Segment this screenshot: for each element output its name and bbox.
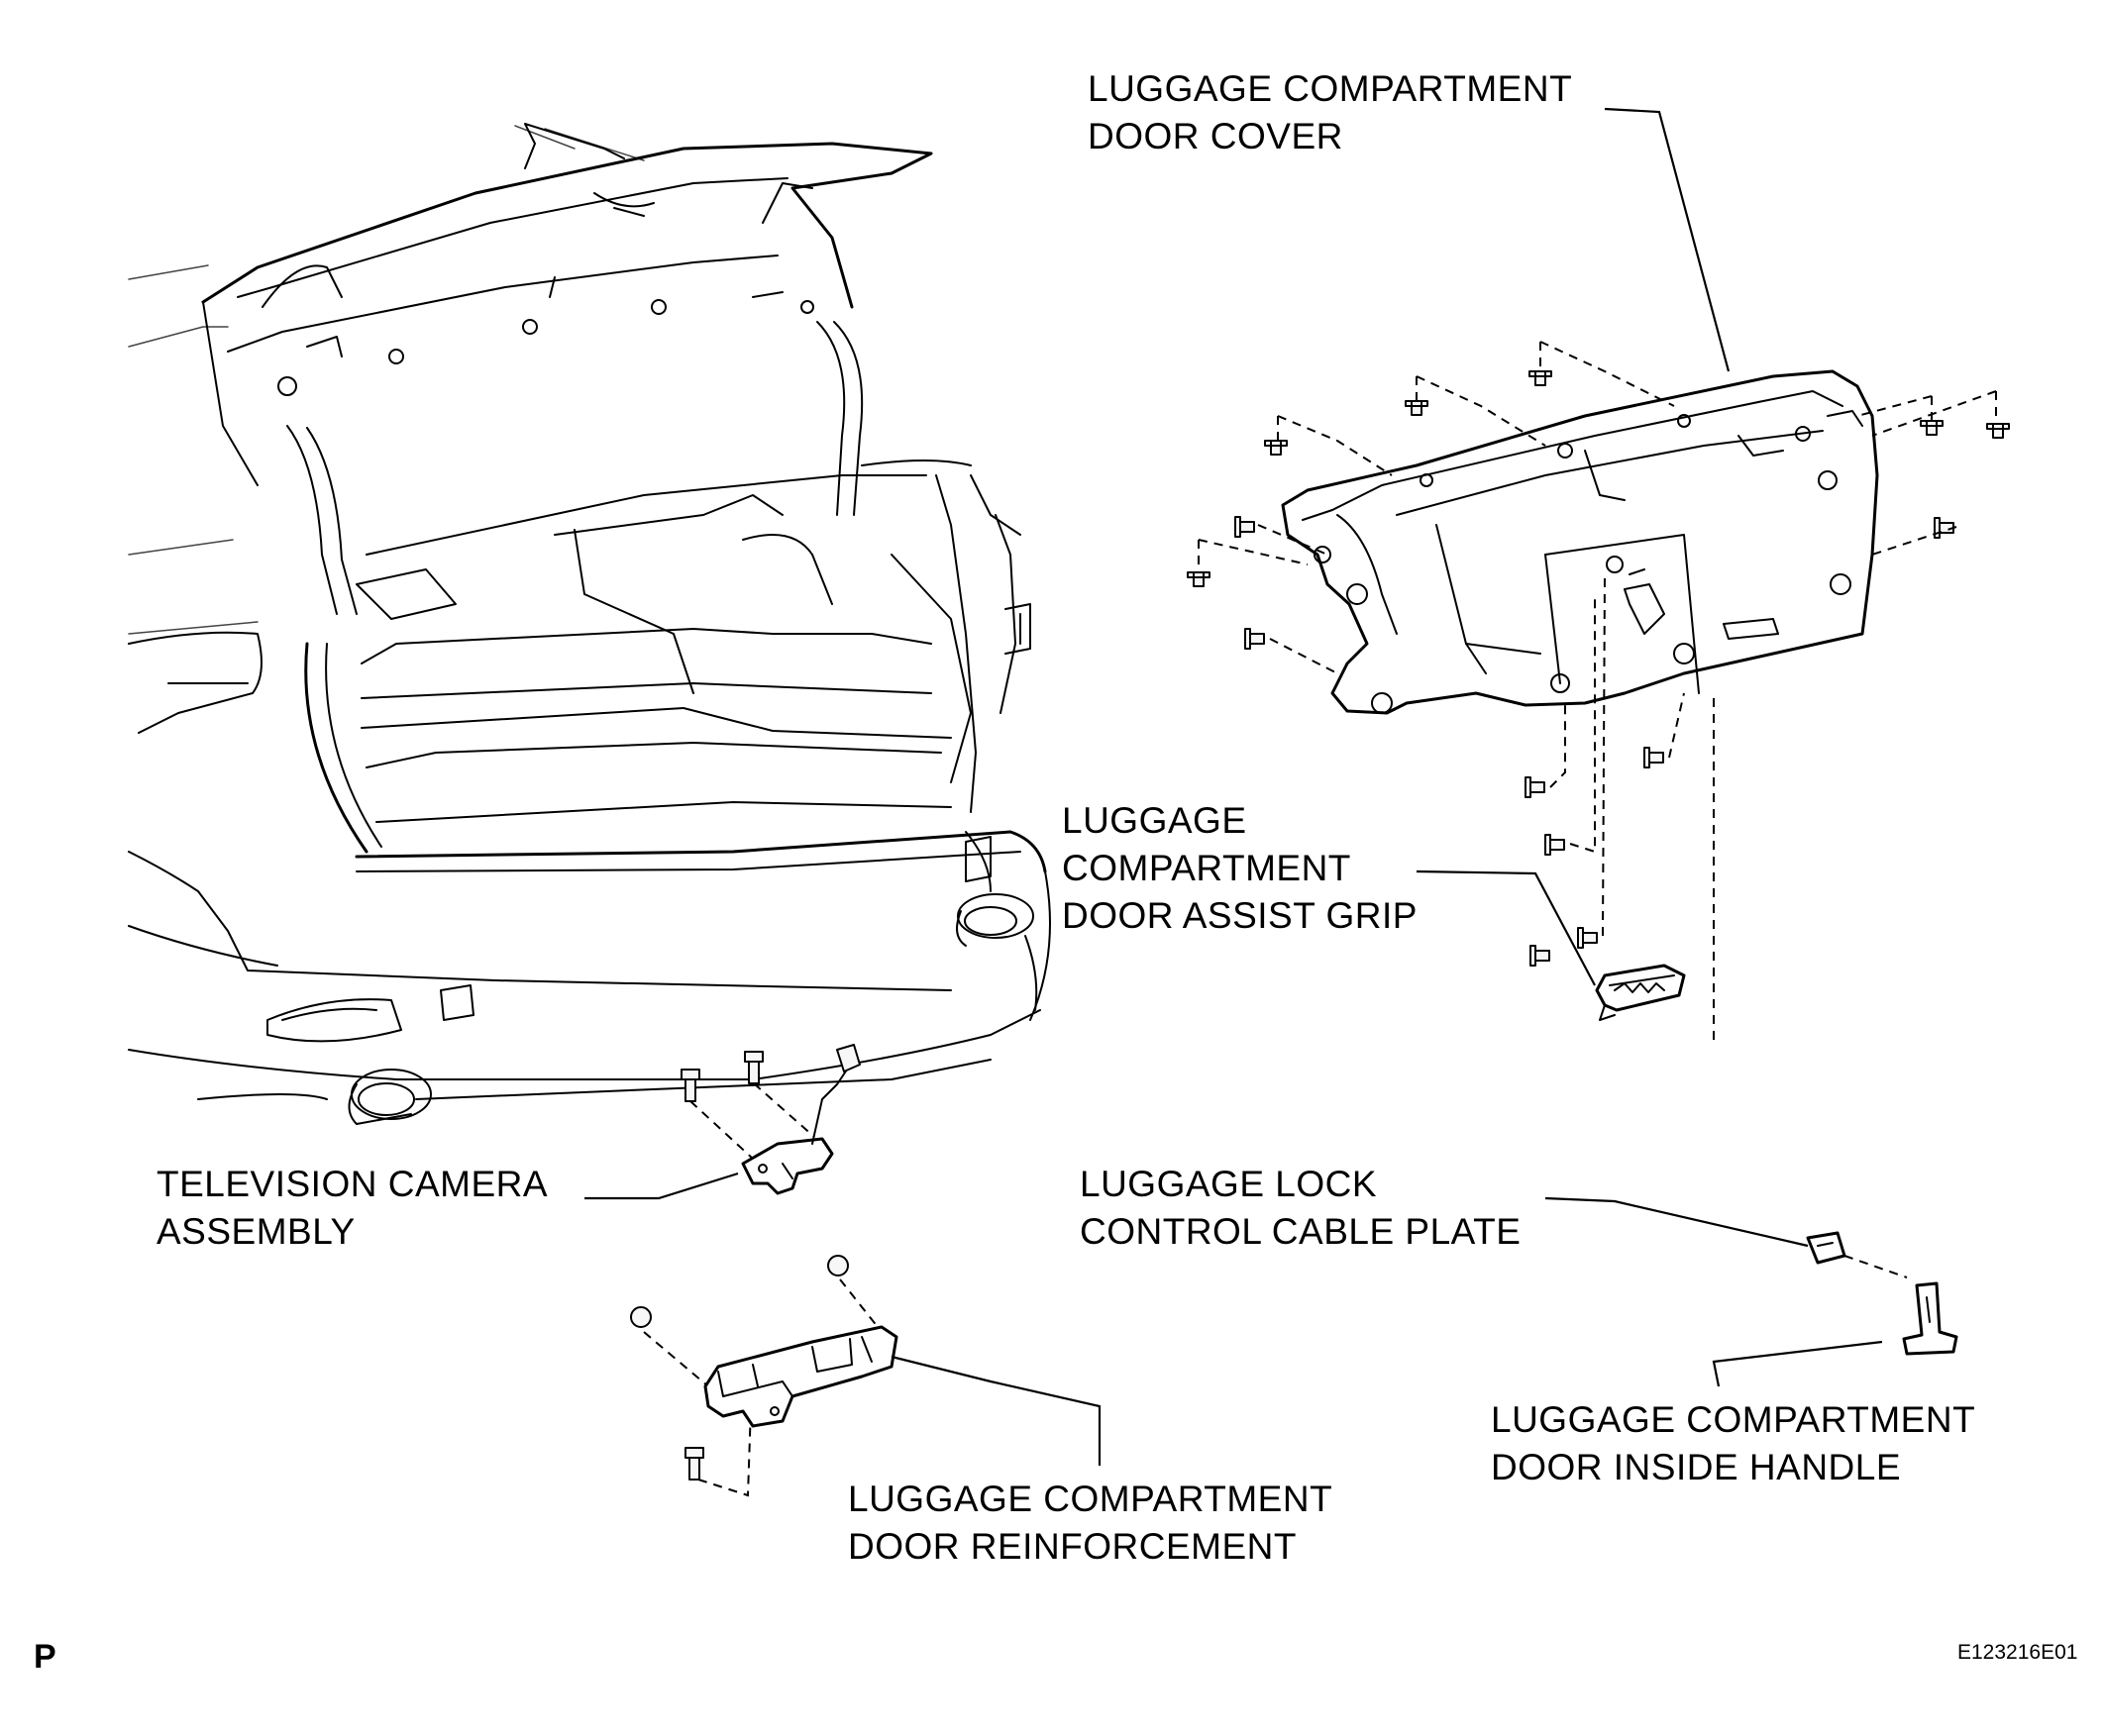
leader-lines: [1416, 107, 1731, 986]
camera-part: [584, 1044, 861, 1200]
label-reinforcement: LUGGAGE COMPARTMENT DOOR REINFORCEMENT: [848, 1479, 1333, 1567]
label-door-cover: LUGGAGE COMPARTMENT DOOR COVER: [1088, 68, 1573, 156]
door-cover-clips: [1187, 341, 2010, 1040]
cable-plate-and-handle: [1544, 1196, 1958, 1387]
label-inside-handle: LUGGAGE COMPARTMENT DOOR INSIDE HANDLE: [1491, 1399, 1976, 1487]
assist-grip-part: [1595, 964, 1686, 1021]
label-cable-plate: LUGGAGE LOCK CONTROL CABLE PLATE: [1080, 1164, 1522, 1252]
label-camera: TELEVISION CAMERA ASSEMBLY: [157, 1164, 549, 1252]
door-cover-part: [1281, 369, 1879, 715]
car-rear-illustration: [128, 123, 1051, 1125]
label-assist-grip: LUGGAGE COMPARTMENT DOOR ASSIST GRIP: [1062, 800, 1418, 936]
figure-id: E123216E01: [1957, 1641, 2078, 1664]
reinforcement-part: [630, 1255, 1102, 1497]
page-code: P: [34, 1638, 56, 1676]
